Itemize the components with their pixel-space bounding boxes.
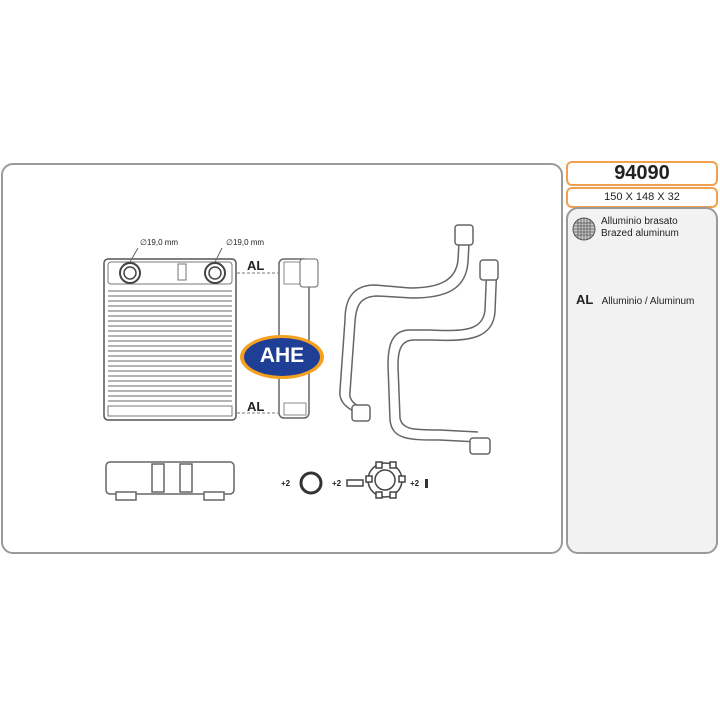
clip-qty-label: +2 [332, 479, 342, 488]
heater-core-drawing [103, 247, 237, 421]
aluminum-legend: AL Alluminio / Aluminum [576, 292, 694, 307]
screw-icon [425, 479, 428, 488]
oring-icon [299, 471, 323, 495]
brazed-line-english: Brazed aluminum [601, 228, 679, 239]
core-top-view [105, 461, 235, 501]
tank-top-material-label: AL [247, 258, 265, 273]
brazed-aluminum-text: Alluminio brasato Brazed aluminum [601, 216, 679, 240]
clip-icon [346, 461, 406, 499]
ahe-logo [240, 335, 324, 379]
pipe-diameter-left-label: ∅19,0 mm [140, 238, 179, 247]
product-code: 94090 [566, 161, 718, 186]
brazed-aluminum-icon [572, 217, 596, 241]
screw-qty-label: +2 [410, 479, 420, 488]
material-panel [566, 207, 718, 554]
brazed-line-italian: Alluminio brasato [601, 216, 678, 227]
pipe-diameter-right-label: ∅19,0 mm [226, 238, 265, 247]
aluminum-legend-text: Alluminio / Aluminum [601, 296, 695, 307]
pipe-drawing [339, 224, 499, 455]
oring-qty-label: +2 [281, 479, 291, 488]
tank-bottom-material-label: AL [247, 399, 265, 414]
logo-text: AHE [259, 344, 305, 367]
aluminum-symbol: AL [576, 292, 594, 307]
product-dimensions: 150 X 148 X 32 [566, 187, 718, 208]
